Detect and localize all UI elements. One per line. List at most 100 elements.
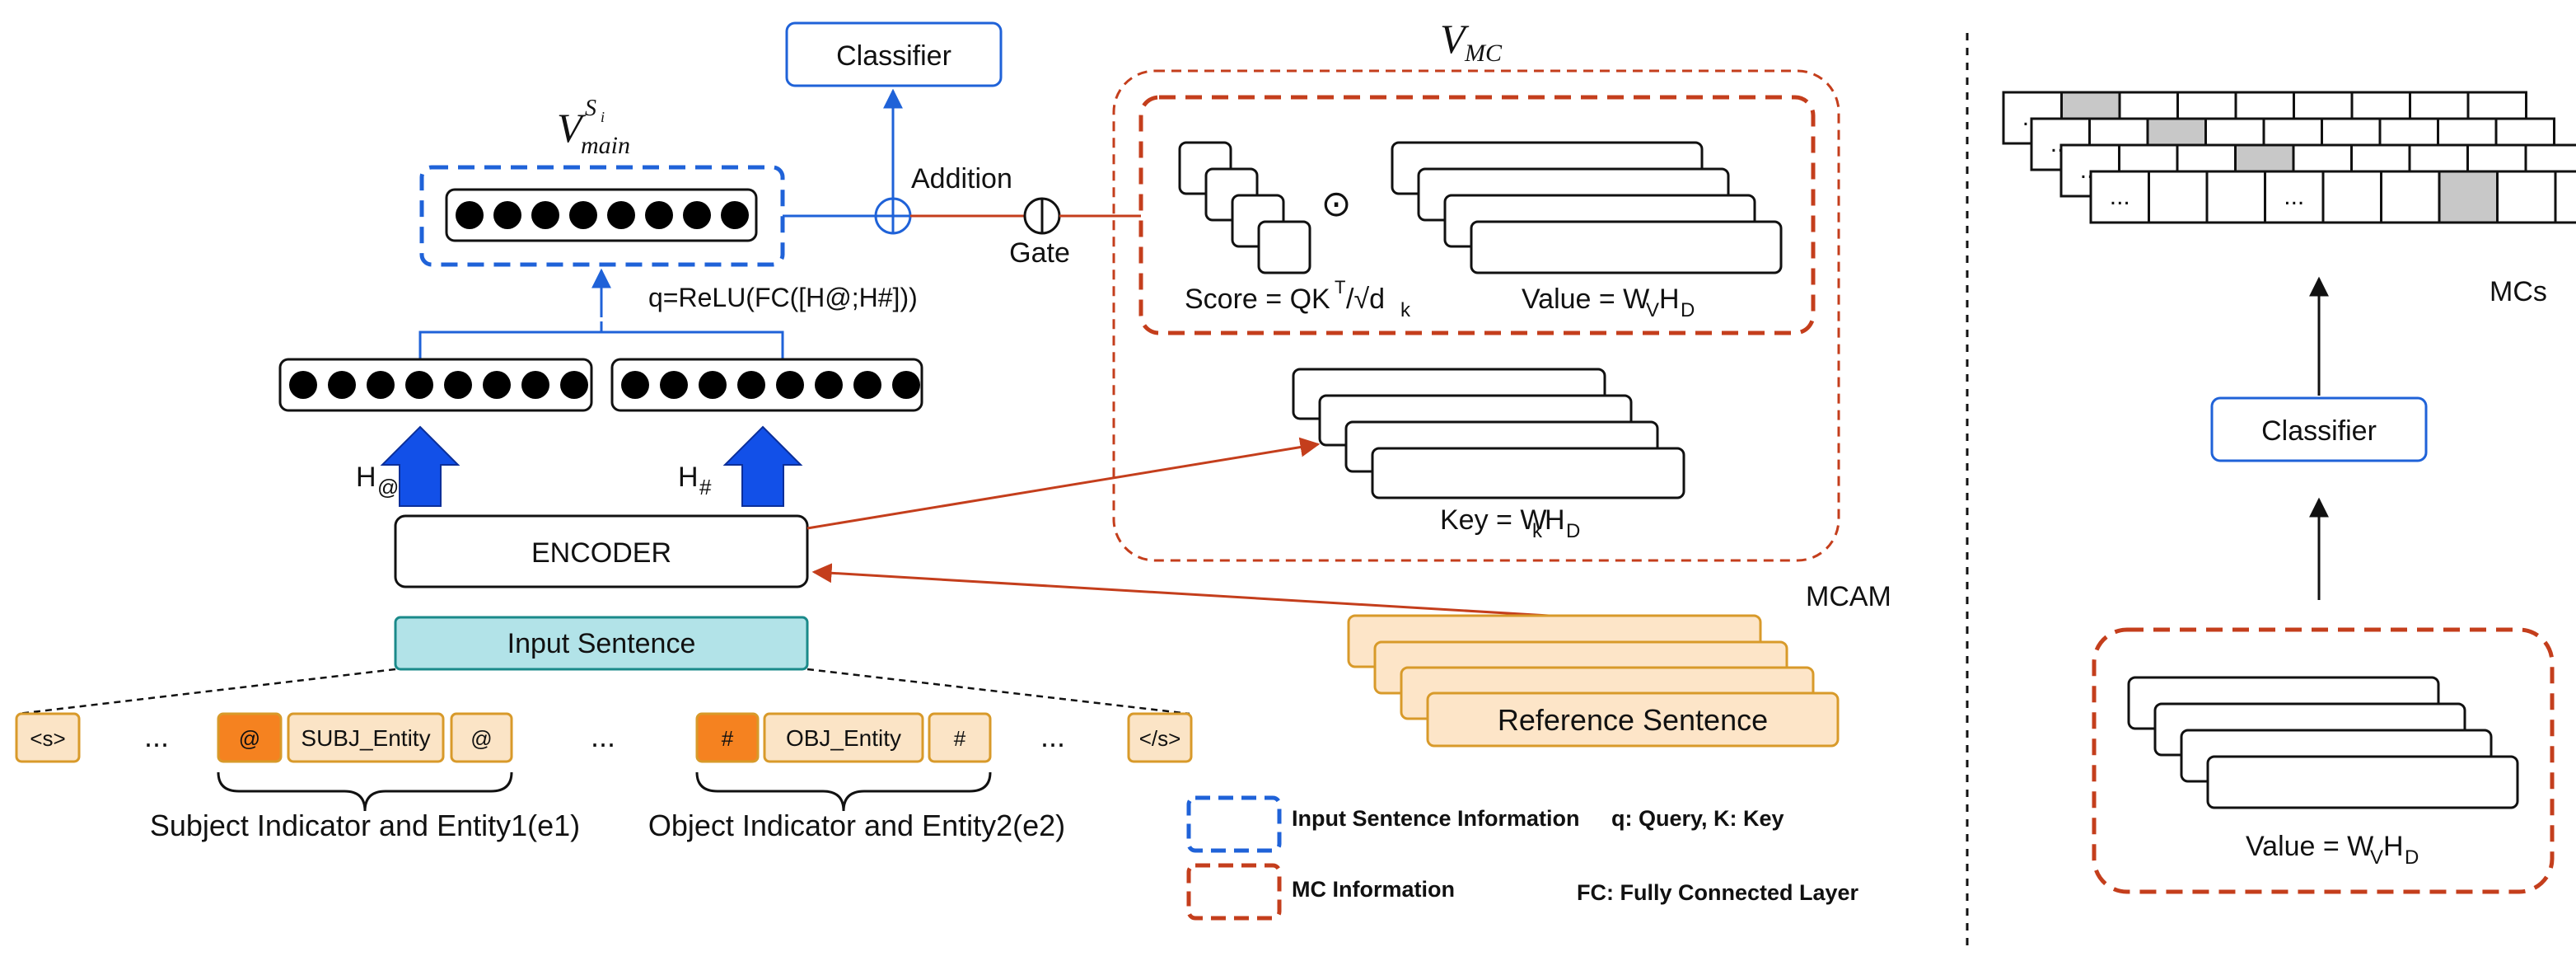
vector-dot (699, 371, 727, 399)
gate-label: Gate (1009, 237, 1070, 269)
vector-dot (531, 201, 559, 229)
reference-sentence-label: Reference Sentence (1498, 703, 1768, 737)
h-hash-arrow (722, 425, 803, 507)
mc-cell (2380, 170, 2441, 224)
svg-text:V: V (1440, 16, 1470, 62)
mcam-label: MCAM (1806, 581, 1891, 612)
h-at-arrow (380, 425, 461, 507)
q-formula: q=ReLU(FC([H@;H#])) (648, 283, 918, 312)
mc-cell-text: ... (2110, 183, 2130, 210)
svg-text:H: H (1659, 284, 1680, 315)
mc-cell (2321, 170, 2382, 224)
classifier-top-box (785, 21, 1003, 87)
mc-cell (2438, 170, 2499, 224)
key-stack (1292, 368, 1685, 499)
vector-dot (683, 201, 711, 229)
h-hash-vector (610, 358, 923, 412)
token-box (1127, 712, 1193, 763)
vector-dot (721, 201, 749, 229)
score-formula: Score = QK T /√d k (1185, 277, 1411, 321)
mc-cell (2496, 170, 2557, 224)
svg-text:Value = W: Value = W (1522, 284, 1649, 315)
subject-brace (217, 771, 513, 812)
svg-text:S: S (585, 96, 596, 121)
vector-dot (367, 371, 395, 399)
legend-input-swatch (1186, 795, 1282, 853)
token-box (695, 712, 760, 763)
mc-cell (2554, 170, 2576, 224)
vector-dot (660, 371, 688, 399)
token-ellipsis: ... (144, 720, 169, 753)
vector-dot (560, 371, 588, 399)
vector-dot (853, 371, 881, 399)
fan-left (17, 668, 396, 715)
token-label: @ (470, 726, 492, 751)
token-label: # (954, 726, 966, 751)
token-label: @ (239, 726, 260, 751)
v-main-box (419, 165, 785, 267)
v-main-label: V S i main (557, 96, 630, 159)
legend-mc-info: MC Information (1292, 877, 1455, 902)
vector-dot (405, 371, 433, 399)
encoder-label: ENCODER (531, 537, 671, 569)
h-at-dots (289, 371, 588, 399)
token-label: SUBJ_Entity (301, 725, 430, 751)
input-sentence-label: Input Sentence (507, 628, 696, 659)
token-label: </s> (1139, 726, 1181, 751)
odot-symbol: ⊙ (1321, 184, 1352, 224)
svg-text:main: main (581, 132, 630, 159)
token-box (763, 712, 924, 763)
svg-text:D: D (1681, 299, 1695, 321)
token-box (15, 712, 81, 763)
reference-sentence-stack (1347, 614, 1840, 748)
svg-text:V: V (2370, 846, 2383, 869)
mc-cell (2264, 170, 2325, 224)
svg-text:D: D (1566, 520, 1580, 542)
score-stack (1178, 141, 1311, 274)
svg-text:Score = QK: Score = QK (1185, 284, 1330, 315)
mc-cell (2205, 170, 2266, 224)
v-main-dots (456, 201, 749, 229)
object-indicator-label: Object Indicator and Entity2(e2) (648, 809, 1065, 842)
mcam-box (1112, 69, 1840, 562)
classifier-right-box (2210, 396, 2428, 462)
vector-dot (776, 371, 804, 399)
encoder-box (394, 514, 809, 588)
svg-text:k: k (1532, 520, 1543, 542)
vector-dot (569, 201, 597, 229)
mc-cell-text: ... (2284, 183, 2304, 210)
token-label: # (722, 726, 734, 751)
svg-text:/√d: /√d (1346, 284, 1385, 315)
svg-text:V: V (557, 105, 587, 151)
right-value-stack (2127, 676, 2519, 809)
encoder-to-key-arrow (806, 437, 1321, 530)
classifier-top-label: Classifier (836, 40, 951, 72)
vector-dot (737, 371, 765, 399)
input-sentence-box (394, 616, 809, 671)
svg-text:D: D (2405, 846, 2419, 869)
token-box (287, 712, 445, 763)
subject-indicator-label: Subject Indicator and Entity1(e1) (150, 809, 580, 842)
token-box (450, 712, 513, 763)
token-label: OBJ_Entity (786, 725, 901, 751)
vector-dot (483, 371, 511, 399)
vector-dot (645, 201, 673, 229)
token-ellipsis: ... (591, 720, 615, 753)
vector-dot (328, 371, 356, 399)
fan-right (806, 668, 1190, 715)
classifier-right-label: Classifier (2261, 415, 2377, 447)
svg-text:Key = W: Key = W (1440, 504, 1546, 536)
value-formula: Value = W V H D (1522, 284, 1695, 321)
h-hash-dots (621, 371, 920, 399)
h-at-label: H @ (356, 462, 399, 499)
value-stack (1391, 141, 1783, 274)
svg-text:H: H (2383, 831, 2404, 862)
vector-dot (456, 201, 484, 229)
vector-dot (444, 371, 472, 399)
svg-text:i: i (601, 109, 605, 125)
svg-text:@: @ (377, 475, 399, 499)
svg-text:H: H (356, 462, 376, 493)
v-main-vector (445, 188, 758, 242)
vector-dot (289, 371, 317, 399)
